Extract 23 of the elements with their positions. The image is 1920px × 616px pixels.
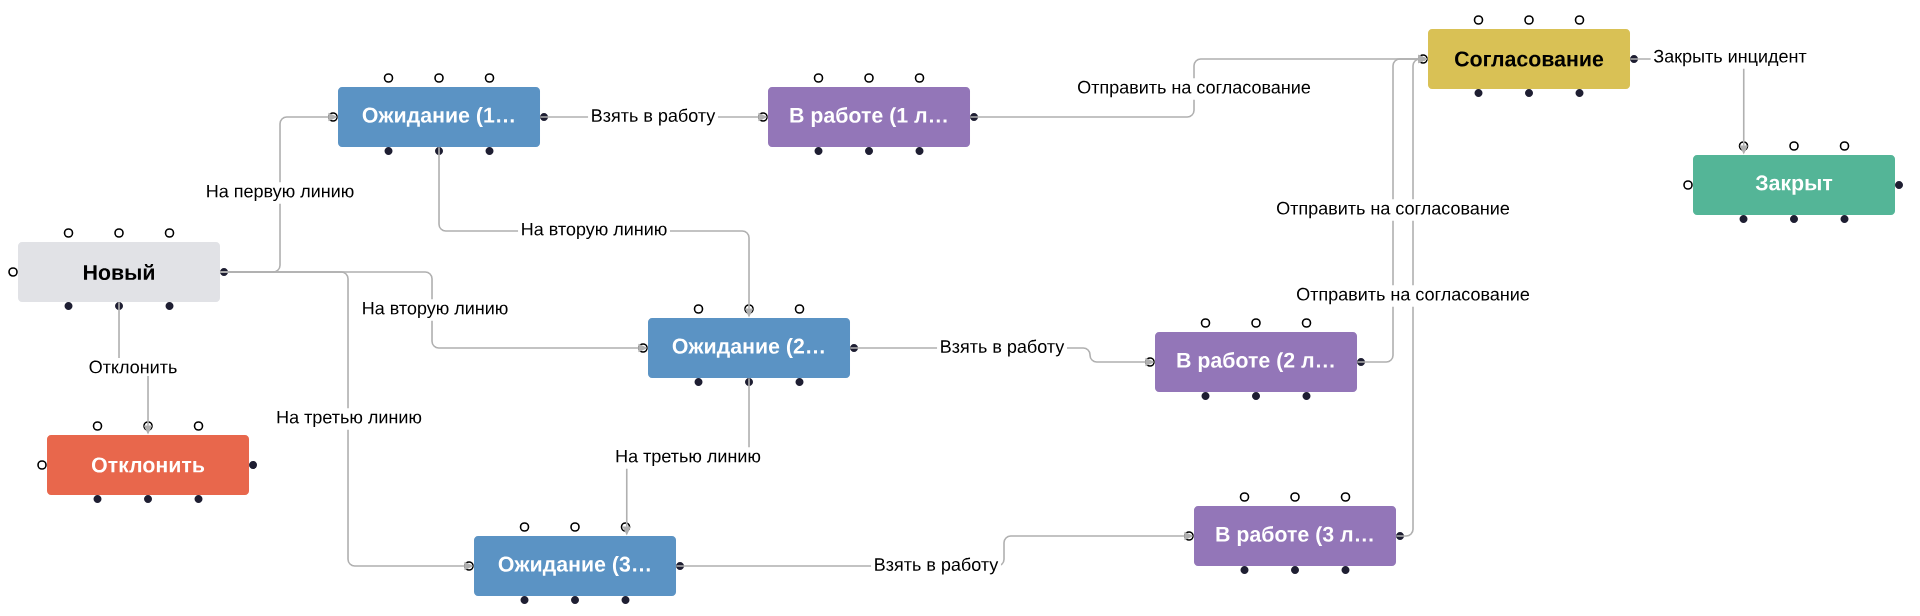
status-box: В работе (2 л… (1145, 318, 1365, 400)
edge-label: Отправить на согласование (1273, 199, 1513, 221)
edge-label: На первую линию (203, 182, 357, 204)
edge-label: Закрыть инцидент (1650, 47, 1810, 69)
edge-label: Отправить на согласование (1074, 78, 1314, 100)
edge-label: Взять в работу (588, 105, 718, 129)
status-box: Ожидание (3… (464, 522, 684, 604)
edge-label: Отклонить (86, 357, 180, 377)
edge-label: Отправить на согласование (1293, 285, 1533, 307)
status-box: Закрыт (1683, 141, 1903, 223)
edge-label: На вторую линию (518, 220, 670, 242)
status-box: Ожидание (2… (638, 304, 858, 386)
status-box: Новый (8, 228, 228, 310)
status-box: Ожидание (1… (328, 73, 548, 155)
edge-label: На третью линию (273, 408, 425, 430)
edge-label: Взять в работу (871, 554, 1001, 578)
status-box: В работе (3 л… (1184, 492, 1404, 574)
edge-label: На вторую линию (359, 299, 511, 321)
edge-label: Взять в работу (937, 336, 1067, 360)
status-box: Отклонить (37, 421, 257, 503)
edge-label: На третью линию (612, 447, 764, 469)
status-box: Согласование (1418, 15, 1638, 97)
status-box: В работе (1 л… (758, 73, 978, 155)
